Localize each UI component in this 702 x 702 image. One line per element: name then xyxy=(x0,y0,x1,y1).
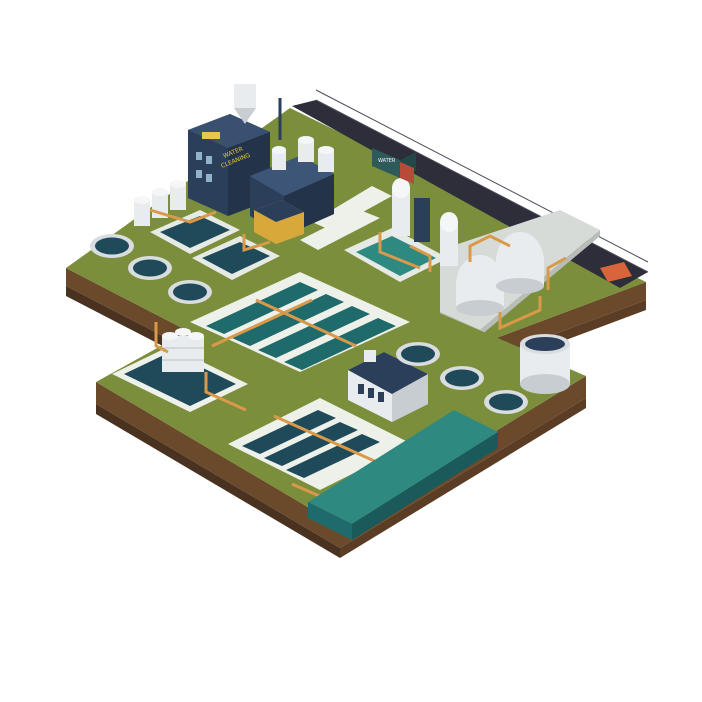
sed-tanks-upper xyxy=(206,282,396,370)
sed-tanks-lower xyxy=(242,410,380,478)
pipes-upper-left xyxy=(149,208,271,253)
water-truck: WATER xyxy=(372,148,416,184)
reservoir xyxy=(308,410,498,540)
pipes-filter-left xyxy=(154,322,247,412)
pipes-tank-yard xyxy=(378,232,567,331)
storage-tanks xyxy=(392,178,544,316)
truck-label: WATER xyxy=(378,158,396,164)
open-tank xyxy=(520,334,570,394)
silo-stack xyxy=(162,328,204,372)
walkway-bars-upper xyxy=(211,298,357,348)
orange-container xyxy=(600,262,632,282)
clarifiers-upper xyxy=(90,234,212,304)
clarifiers-lower xyxy=(396,342,528,414)
pump-house xyxy=(348,350,428,422)
back-path xyxy=(300,210,380,250)
